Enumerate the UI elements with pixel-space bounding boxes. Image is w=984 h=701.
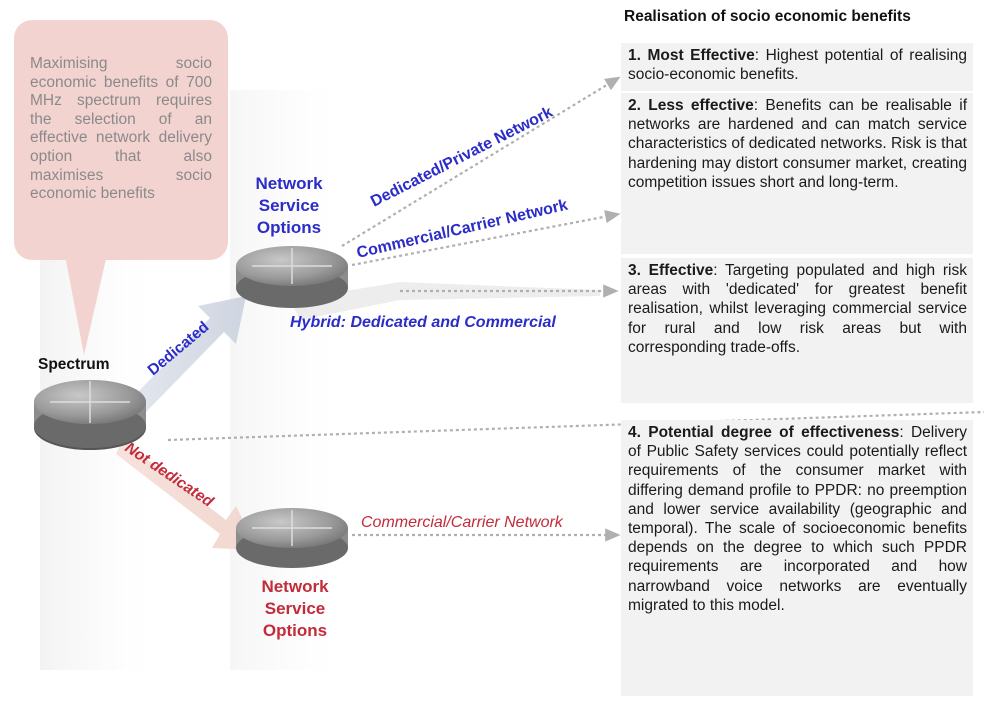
commercial-carrier-connector <box>351 210 621 267</box>
outcome-box-1: 1. Most Effective: Highest potential of … <box>621 43 973 91</box>
intro-text: Maximising socio economic benefits of 70… <box>30 55 212 203</box>
separator-dotted-line <box>167 410 984 442</box>
hybrid-label: Hybrid: Dedicated and Commercial <box>290 314 556 331</box>
outcome-1-heading: 1. Most Effective <box>628 47 755 64</box>
network-service-options-bottom: Network Service Options <box>261 577 329 640</box>
panel-title: Realisation of socio economic benefits <box>624 8 911 25</box>
outcome-3-text: : Targeting populated and high risk area… <box>628 262 967 356</box>
intro-speech-bubble <box>14 20 228 260</box>
outcome-box-4: 4. Potential degree of effectiveness: De… <box>621 420 973 696</box>
dedicated-private-label: Dedicated/Private Network <box>368 104 556 211</box>
not-dedicated-arrow <box>116 440 258 550</box>
outcome-3-heading: 3. Effective <box>628 262 714 279</box>
dedicated-private-connector <box>341 76 621 247</box>
outcome-2-heading: 2. Less effective <box>628 97 754 114</box>
dedicated-network-disc <box>236 246 348 308</box>
spectrum-disc <box>34 380 146 450</box>
outcome-1-text: : Highest potential of realising socio-e… <box>628 47 968 84</box>
dedicated-arrow <box>132 296 246 412</box>
outcome-box-3: 3. Effective: Targeting populated and hi… <box>621 258 973 403</box>
outcome-2-text: : Benefits can be realisable if networks… <box>628 97 967 191</box>
network-service-options-top: Network Service Options <box>255 174 323 237</box>
not-dedicated-commercial-label: Commercial/Carrier Network <box>361 514 563 531</box>
not-dedicated-network-disc <box>236 508 348 568</box>
outcome-box-2: 2. Less effective: Benefits can be reali… <box>621 93 973 254</box>
outcome-4-text: : Delivery of Public Safety services cou… <box>628 424 967 614</box>
outcome-4-heading: 4. Potential degree of effectiveness <box>628 424 900 441</box>
background-shadow-middle <box>230 90 350 670</box>
bubble-tail <box>64 250 108 355</box>
spectrum-label: Spectrum <box>38 356 110 373</box>
